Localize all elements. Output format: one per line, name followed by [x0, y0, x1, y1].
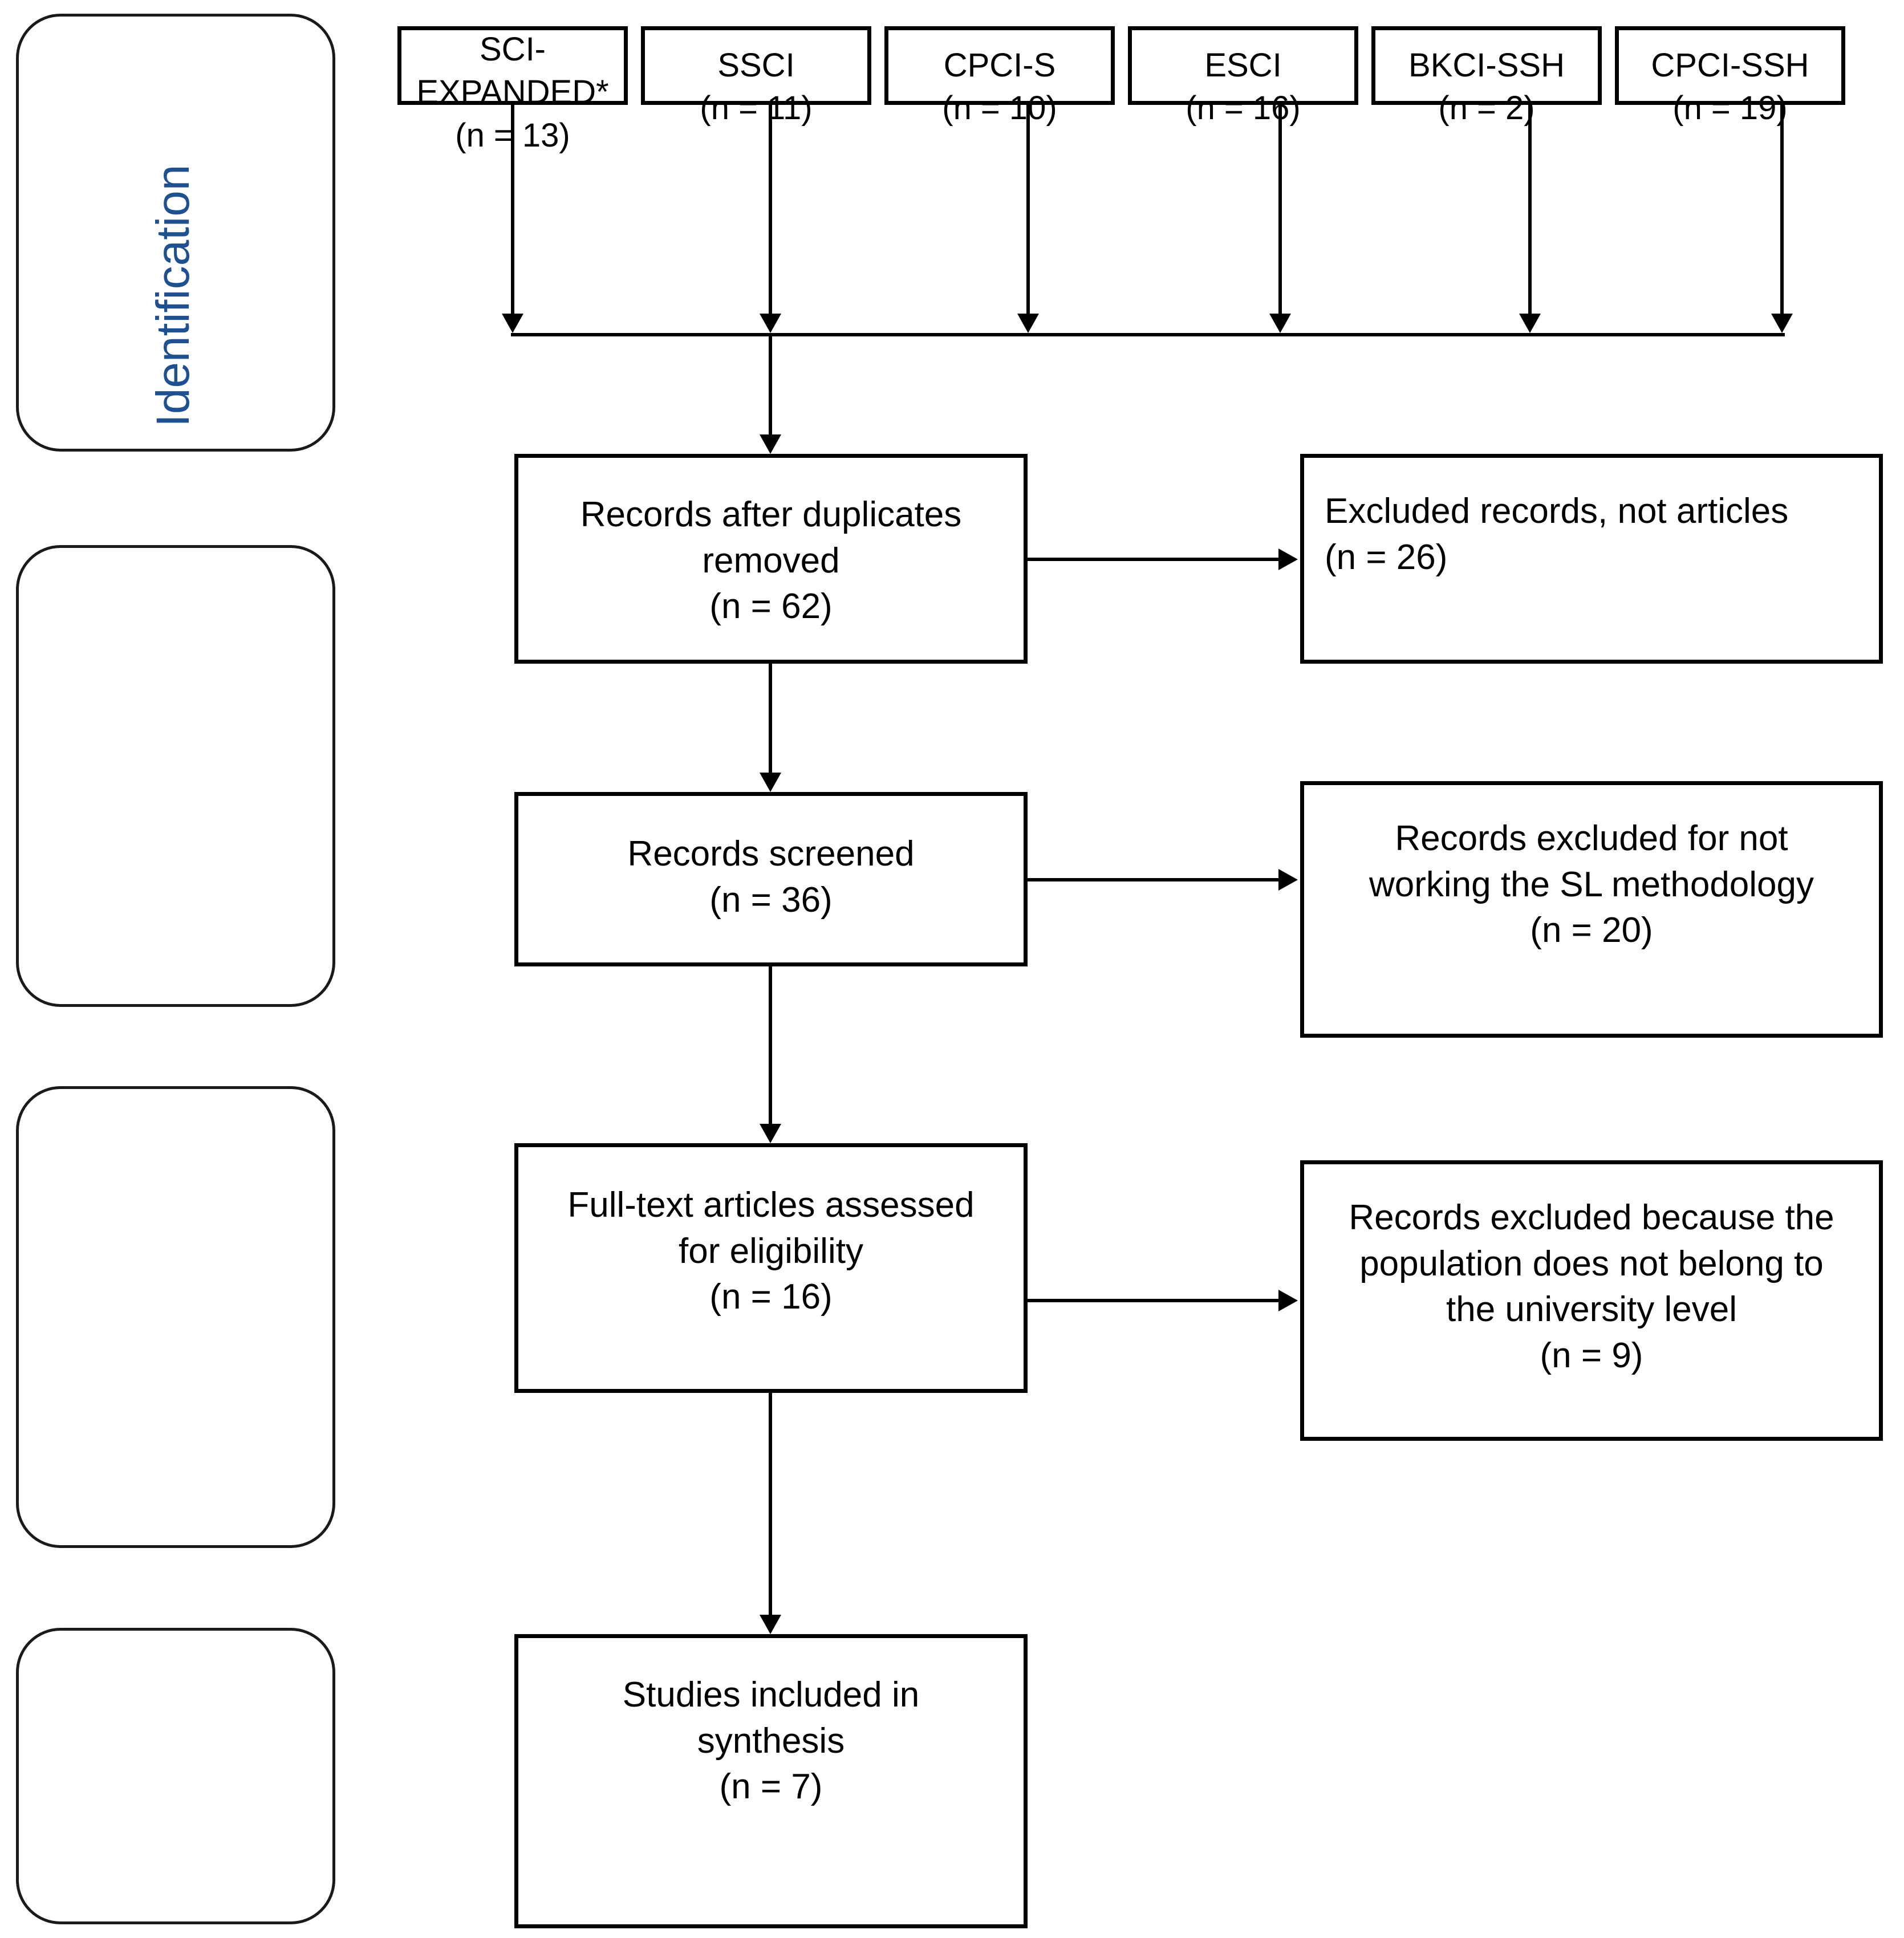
flow-text-line1: Records after duplicates [580, 495, 962, 534]
flow-box-records-screened: Records screened (n = 36) [514, 792, 1028, 966]
arrow-source-1 [502, 314, 523, 333]
arrow-rail-to-duplicates [760, 434, 781, 454]
connector-source-6 [1780, 105, 1784, 314]
exclusion-count: (n = 26) [1325, 537, 1448, 577]
flow-text-line1: Studies included in [622, 1675, 920, 1714]
exclusion-count: (n = 9) [1540, 1335, 1643, 1375]
arrow-source-4 [1269, 314, 1291, 333]
arrow-source-6 [1771, 314, 1793, 333]
exclusion-text-line1: Records excluded because the [1349, 1198, 1834, 1237]
connector-source-1 [511, 105, 514, 314]
arrow-fulltext-to-not-university [1278, 1290, 1298, 1311]
source-name-line2: EXPANDED* [416, 74, 609, 111]
exclusion-text-line2: working the SL methodology [1369, 864, 1814, 904]
source-count: (n = 19) [1672, 90, 1788, 127]
connector-screened-to-fulltext [769, 966, 772, 1124]
stage-box-eligibility: Eligibility [16, 1086, 335, 1548]
flow-text-line1: Records screened [627, 834, 915, 873]
stage-label-identification: Identification [147, 164, 199, 427]
exclusion-text-line1: Excluded records, not articles [1325, 491, 1789, 531]
arrow-screened-to-not-sl [1278, 869, 1298, 891]
connector-duplicates-to-screened [769, 664, 772, 773]
connector-source-2 [769, 105, 772, 314]
source-count: (n = 11) [700, 90, 813, 127]
source-name-line1: SSCI [717, 47, 795, 84]
stage-box-included: Included [16, 1628, 335, 1924]
connector-fulltext-to-not-university [1028, 1299, 1278, 1302]
source-box-bkci-ssh: BKCI-SSH (n = 2) [1371, 26, 1602, 127]
flow-count: (n = 62) [709, 587, 833, 627]
arrow-screened-to-fulltext [760, 1124, 781, 1143]
connector-source-4 [1278, 105, 1282, 314]
arrow-source-2 [760, 314, 781, 333]
exclusion-count: (n = 20) [1530, 911, 1653, 950]
flow-count: (n = 36) [709, 880, 833, 920]
source-count: (n = 10) [942, 90, 1057, 127]
flow-text-line2: for eligibility [679, 1231, 863, 1271]
source-count: (n = 2) [1438, 90, 1535, 127]
exclusion-box-not-university-level: Records excluded because the population … [1300, 1160, 1883, 1441]
exclusion-box-not-articles: Excluded records, not articles (n = 26) [1300, 454, 1883, 664]
connector-duplicates-to-not-articles [1028, 558, 1278, 561]
connector-screened-to-not-sl [1028, 878, 1278, 881]
stage-box-identification: Identification [16, 14, 335, 452]
source-name-line1: ESCI [1204, 47, 1282, 84]
connector-source-3 [1026, 105, 1030, 314]
connector-fulltext-to-included [769, 1393, 772, 1615]
collector-rail [511, 333, 1785, 336]
exclusion-text-line1: Records excluded for not [1395, 819, 1788, 858]
flow-text-line1: Full-text articles assessed [567, 1185, 975, 1225]
source-count: (n = 16) [1186, 90, 1301, 127]
flow-count: (n = 16) [709, 1277, 833, 1317]
arrow-duplicates-to-screened [760, 773, 781, 792]
exclusion-box-not-sl-methodology: Records excluded for not working the SL … [1300, 781, 1883, 1038]
exclusion-text-line2: population does not belong to [1359, 1244, 1824, 1283]
source-box-cpci-s: CPCI-S (n = 10) [884, 26, 1115, 127]
source-box-cpci-ssh: CPCI-SSH (n = 19) [1615, 26, 1845, 127]
flow-count: (n = 7) [719, 1767, 823, 1807]
arrow-source-3 [1017, 314, 1039, 333]
flow-box-fulltext-eligibility: Full-text articles assessed for eligibil… [514, 1143, 1028, 1393]
source-name-line1: CPCI-SSH [1651, 47, 1809, 84]
arrow-duplicates-to-not-articles [1278, 549, 1298, 570]
flow-box-duplicates-removed: Records after duplicates removed (n = 62… [514, 454, 1028, 664]
exclusion-text-line3: the university level [1446, 1290, 1737, 1330]
connector-rail-to-duplicates [769, 333, 772, 434]
arrow-fulltext-to-included [760, 1615, 781, 1634]
arrow-source-5 [1519, 314, 1541, 333]
source-box-esci: ESCI (n = 16) [1128, 26, 1358, 127]
stage-box-screening: Screening [16, 545, 335, 1513]
source-name-line1: BKCI-SSH [1408, 47, 1565, 84]
flow-text-line2: synthesis [697, 1721, 845, 1761]
connector-source-5 [1528, 105, 1532, 314]
flow-text-line2: removed [702, 541, 840, 580]
source-name-line1: SCI- [480, 31, 546, 68]
source-box-sci-expanded: SCI- EXPANDED* (n = 13) [397, 26, 628, 154]
source-box-ssci: SSCI (n = 11) [641, 26, 871, 127]
flow-box-studies-included: Studies included in synthesis (n = 7) [514, 1634, 1028, 1928]
source-name-line1: CPCI-S [943, 47, 1056, 84]
